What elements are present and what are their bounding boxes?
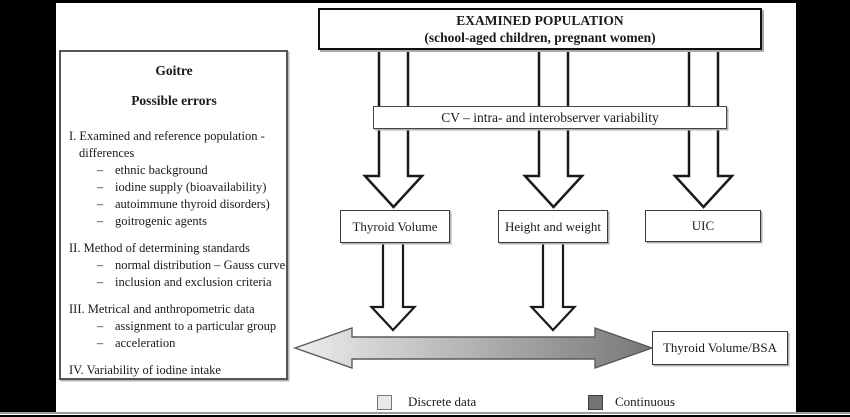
continuous-swatch — [588, 395, 603, 410]
thyroid-volume-label: Thyroid Volume — [352, 218, 438, 234]
list-item-text: inclusion and exclusion criteria — [115, 275, 272, 289]
list-item-text: goitrogenic agents — [115, 214, 207, 228]
section-heading: II. Method of determining standards — [69, 241, 250, 255]
list-item-text: autoimmune thyroid disorders) — [115, 197, 270, 211]
list-item: –autoimmune thyroid disorders) — [69, 196, 279, 213]
error-section-3: III. Metrical and anthropometric data –a… — [69, 301, 279, 352]
list-item-text: normal distribution – Gauss curve — [115, 258, 286, 272]
cv-variability-label: CV – intra- and interobserver variabilit… — [441, 109, 659, 125]
discrete-data-swatch — [377, 395, 392, 410]
list-dash: – — [97, 336, 104, 350]
examined-population-box: EXAMINED POPULATION (school-aged childre… — [318, 8, 762, 50]
panel-title: Goitre — [155, 63, 193, 78]
height-weight-label: Height and weight — [504, 218, 602, 234]
list-item: –assignment to a particular group — [69, 318, 279, 335]
thyroid-volume-box: Thyroid Volume — [340, 210, 450, 243]
list-item-text: iodine supply (bioavailability) — [115, 180, 267, 194]
left-border-bar — [0, 0, 56, 413]
list-dash: – — [97, 163, 104, 177]
list-item: –acceleration — [69, 335, 279, 352]
list-dash: – — [97, 197, 104, 211]
top-border — [0, 0, 850, 3]
section-heading: III. Metrical and anthropometric data — [69, 302, 255, 316]
arrow-height-weight-to-scale — [528, 240, 578, 332]
list-item: –normal distribution – Gauss curve — [69, 257, 285, 274]
examined-population-subtitle: (school-aged children, pregnant women) — [424, 30, 656, 45]
list-item: –ethnic background — [69, 162, 279, 179]
continuous-label: Continuous — [615, 394, 675, 409]
list-item-text: assignment to a particular group — [115, 319, 277, 333]
error-section-4: IV. Variability of iodine intake — [69, 362, 279, 379]
bottom-border — [0, 415, 850, 417]
list-dash: – — [97, 319, 104, 333]
panel-subtitle: Possible errors — [131, 93, 217, 108]
discrete-continuous-scale-arrow — [292, 327, 655, 369]
list-item: –iodine supply (bioavailability) — [69, 179, 279, 196]
section-heading: I. Examined and reference population - d… — [69, 129, 265, 160]
list-dash: – — [97, 275, 104, 289]
arrow-thyroid-volume-to-scale — [368, 240, 418, 332]
uic-label: UIC — [691, 218, 715, 233]
list-item: –goitrogenic agents — [69, 213, 279, 230]
cv-variability-box: CV – intra- and interobserver variabilit… — [373, 106, 727, 129]
list-dash: – — [97, 180, 104, 194]
error-section-2: II. Method of determining standards –nor… — [69, 240, 285, 291]
list-item-text: ethnic background — [115, 163, 208, 177]
examined-population-title: EXAMINED POPULATION — [456, 13, 624, 28]
bottom-rule — [0, 412, 850, 414]
section-heading: IV. Variability of iodine intake — [69, 363, 221, 377]
goitre-errors-panel: Goitre Possible errors I. Examined and r… — [59, 50, 288, 380]
thyroid-volume-bsa-box: Thyroid Volume/BSA — [652, 331, 788, 365]
list-item-text: acceleration — [115, 336, 176, 350]
uic-box: UIC — [645, 210, 761, 242]
right-border-bar — [796, 0, 850, 413]
error-sections: I. Examined and reference population - d… — [69, 128, 285, 379]
list-dash: – — [97, 258, 104, 272]
thyroid-volume-bsa-label: Thyroid Volume/BSA — [662, 340, 777, 355]
discrete-data-label: Discrete data — [408, 394, 477, 409]
error-section-1: I. Examined and reference population - d… — [69, 128, 279, 230]
list-dash: – — [97, 214, 104, 228]
height-weight-box: Height and weight — [498, 210, 608, 243]
list-item: –inclusion and exclusion criteria — [69, 274, 279, 291]
